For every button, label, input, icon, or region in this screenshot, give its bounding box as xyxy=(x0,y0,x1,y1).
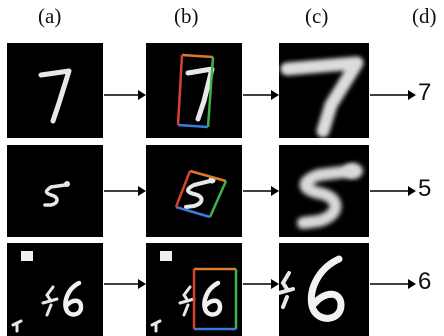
row1-arrow-c-d xyxy=(370,90,416,100)
row2-arrow-a-b xyxy=(104,186,146,196)
column-label-c: (c) xyxy=(305,4,329,28)
row1-prediction: 7 xyxy=(418,79,432,106)
digit-6-input xyxy=(11,251,84,333)
digit-6-with-box xyxy=(150,251,238,333)
column-label-d: (d) xyxy=(412,4,437,28)
row3-prediction: 6 xyxy=(418,268,432,295)
row2-prediction: 5 xyxy=(418,175,432,202)
row1-arrow-b-c xyxy=(243,90,279,100)
row3-localization-image xyxy=(146,243,242,336)
row3-arrow-a-b xyxy=(104,279,146,289)
digit-7-rectified xyxy=(280,56,364,138)
row1-arrow-a-b xyxy=(104,90,146,100)
row3-input-image xyxy=(7,243,103,336)
digit-5-input xyxy=(43,181,70,207)
row3-arrow-c-d xyxy=(370,279,416,289)
row2-arrow-b-c xyxy=(243,186,279,196)
row2-rectified-image xyxy=(279,145,369,237)
digit-7-with-box xyxy=(176,53,215,129)
digit-5-rectified xyxy=(297,163,363,229)
column-label-b: (b) xyxy=(174,4,199,28)
digit-5-with-box xyxy=(174,169,228,219)
digit-7-input xyxy=(38,68,72,124)
row3-rectified-image xyxy=(279,243,369,336)
row1-localization-image xyxy=(146,43,242,138)
row2-input-image xyxy=(7,145,103,237)
row1-rectified-image xyxy=(279,43,369,138)
column-label-a: (a) xyxy=(38,4,62,28)
row2-arrow-c-d xyxy=(370,186,416,196)
row3-arrow-b-c xyxy=(243,279,279,289)
digit-6-rectified xyxy=(279,255,345,322)
row1-input-image xyxy=(7,43,103,138)
row2-localization-image xyxy=(146,145,242,237)
